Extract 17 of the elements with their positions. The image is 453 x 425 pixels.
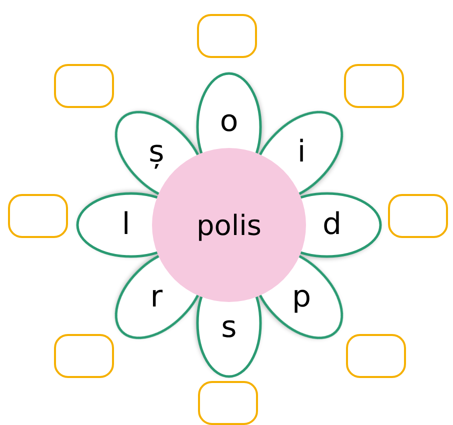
- petal-letter: p: [291, 280, 312, 316]
- answer-box: [54, 64, 114, 108]
- answer-box: [388, 194, 448, 238]
- petal-letter: r: [149, 280, 164, 316]
- answer-box: [54, 334, 114, 378]
- petal-letter: ș: [147, 134, 165, 170]
- petal-letter: s: [220, 310, 238, 346]
- answer-box: [197, 14, 257, 58]
- answer-box: [344, 64, 404, 108]
- answer-box: [198, 381, 258, 425]
- petal-letter: i: [296, 134, 307, 170]
- answer-box: [346, 334, 406, 378]
- petal-letter: o: [218, 104, 240, 140]
- center-word: polis: [196, 208, 262, 242]
- petal-letter: l: [120, 207, 132, 243]
- answer-box: [8, 194, 68, 238]
- petal-letter: d: [321, 207, 343, 243]
